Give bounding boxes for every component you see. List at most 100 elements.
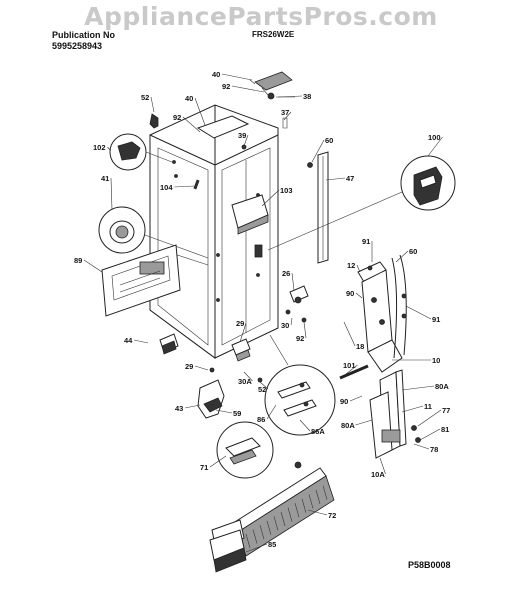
leader-line-29	[239, 322, 247, 343]
hinge-bracket-assembly	[357, 254, 407, 373]
part-label-38: 38	[303, 92, 311, 101]
part-label-81: 81	[441, 425, 449, 434]
part-label-44: 44	[124, 336, 133, 345]
leader-line-86A	[299, 419, 311, 432]
leader-line-104	[174, 185, 195, 188]
grille-vent-slot	[287, 507, 293, 522]
leader-line-80A	[401, 385, 435, 391]
grille-vent-slot	[273, 516, 279, 531]
part-label-60: 60	[409, 247, 417, 256]
part-label-86A: 86A	[311, 427, 325, 436]
leader-line-81	[419, 428, 441, 441]
grille-vent-slot	[266, 520, 272, 535]
part-label-90: 90	[340, 397, 348, 406]
part-label-10A: 10A	[371, 470, 385, 479]
part-label-71: 71	[200, 463, 208, 472]
part-label-100: 100	[428, 133, 441, 142]
handle-bracket	[231, 194, 269, 235]
leader-line-89	[83, 259, 103, 273]
watermark: AppliancePartsPros.com	[84, 2, 438, 31]
leader-line-100	[427, 136, 443, 157]
part-label-59: 59	[233, 409, 241, 418]
part-label-92: 92	[173, 113, 181, 122]
publication-number: 5995258943	[52, 41, 103, 51]
leader-line-92	[231, 85, 265, 93]
lower-hinge-43	[197, 379, 225, 419]
part-label-80A: 80A	[341, 421, 355, 430]
leader-line-90	[349, 395, 363, 402]
grille-vent-slot	[245, 533, 251, 549]
leader-line-72	[307, 509, 328, 516]
leader-line-47	[325, 177, 346, 181]
figure-code: P58B0008	[408, 560, 451, 570]
part-label-92: 92	[296, 334, 304, 343]
lower-hinges	[159, 285, 309, 383]
leader-line-37	[283, 111, 292, 121]
leader-line-43	[184, 404, 201, 409]
grille-vent-slot	[322, 485, 328, 500]
leader-line-92	[182, 116, 201, 133]
leader-line-71	[209, 455, 227, 468]
leader-line-18	[343, 321, 356, 347]
part-label-72: 72	[328, 511, 336, 520]
leader-line-52	[150, 96, 155, 113]
grille-vent-slot	[280, 511, 286, 527]
leader-line-60	[311, 139, 325, 163]
rod-101	[339, 364, 369, 380]
part-label-103: 103	[280, 186, 293, 195]
part-label-60: 60	[325, 136, 333, 145]
part-label-18: 18	[356, 342, 364, 351]
part-label-47: 47	[346, 174, 354, 183]
part-label-78: 78	[430, 445, 438, 454]
leader-line-101	[345, 364, 358, 375]
leader-line-40	[194, 97, 206, 126]
callout-41	[98, 206, 209, 259]
leader-line-80A	[355, 419, 373, 426]
leader-line-11	[401, 405, 424, 413]
part-label-91: 91	[432, 315, 440, 324]
part-label-40: 40	[212, 70, 220, 79]
lower-hinge-panel	[369, 369, 421, 459]
leader-line-30A	[243, 371, 253, 382]
part-label-86: 86	[257, 415, 265, 424]
top-cover-parts	[149, 71, 295, 190]
vertical-rail	[307, 151, 329, 264]
cabinet-shell	[149, 104, 279, 359]
leader-line-92	[303, 321, 307, 339]
callout-100	[267, 155, 456, 251]
grille-vent-slot	[301, 498, 307, 513]
leader-line-39	[243, 134, 249, 147]
part-label-30: 30	[281, 321, 289, 330]
part-label-39: 39	[238, 131, 246, 140]
part-label-104: 104	[160, 183, 173, 192]
leader-line-12	[356, 264, 361, 273]
leader-line-91	[405, 305, 432, 320]
part-label-52: 52	[258, 385, 266, 394]
grille-vent-slot	[294, 503, 300, 518]
control-panel	[101, 244, 181, 317]
leader-line-102	[107, 146, 111, 151]
part-label-30A: 30A	[238, 377, 252, 386]
part-label-52: 52	[141, 93, 149, 102]
kick-plate	[209, 529, 247, 573]
callout-71	[216, 421, 302, 479]
publication-label: Publication No	[52, 30, 115, 40]
part-label-26: 26	[282, 269, 290, 278]
grille-vent-slot	[308, 494, 314, 509]
part-label-92: 92	[222, 82, 230, 91]
leader-line-40	[221, 73, 253, 81]
leader-line-26	[291, 272, 295, 291]
part-label-43: 43	[175, 404, 183, 413]
part-label-91: 91	[362, 237, 370, 246]
part-label-89: 89	[74, 256, 82, 265]
leader-line-29	[194, 365, 209, 371]
model-number: FRS26W2E	[252, 30, 295, 39]
part-label-37: 37	[281, 108, 289, 117]
leader-line-41	[110, 177, 113, 211]
leader-line-78	[413, 443, 430, 450]
part-label-40: 40	[185, 94, 193, 103]
part-label-77: 77	[442, 406, 450, 415]
part-label-90: 90	[346, 289, 354, 298]
leader-line-38	[277, 95, 303, 98]
leader-line-52	[259, 381, 269, 390]
